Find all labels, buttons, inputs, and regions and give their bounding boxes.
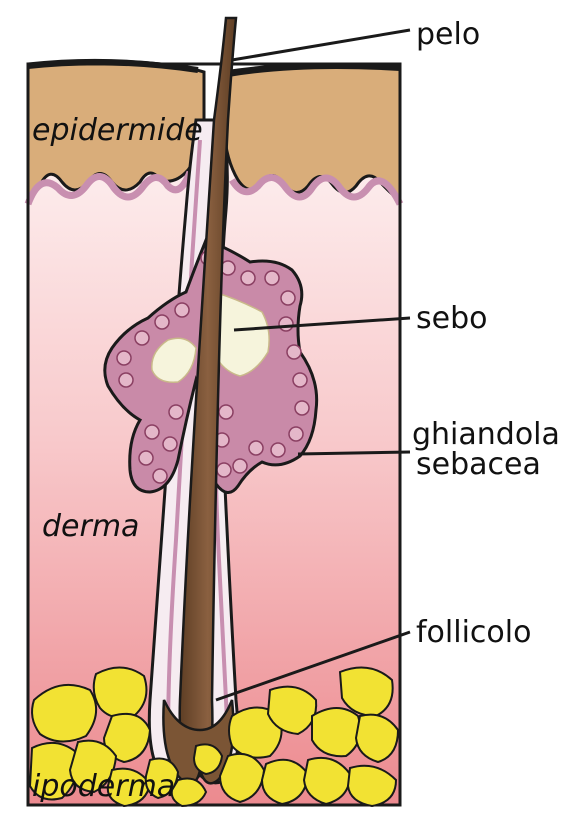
label-sebacea: sebacea	[416, 447, 541, 482]
leader-line-ghiandola	[298, 452, 410, 454]
label-epidermide: epidermide	[32, 113, 203, 148]
label-follicolo: follicolo	[416, 615, 531, 650]
label-sebo: sebo	[416, 301, 487, 336]
label-ipoderma: ipoderma	[32, 769, 175, 804]
label-derma: derma	[42, 509, 139, 544]
leader-line-pelo	[232, 30, 410, 60]
label-pelo: pelo	[416, 17, 480, 52]
